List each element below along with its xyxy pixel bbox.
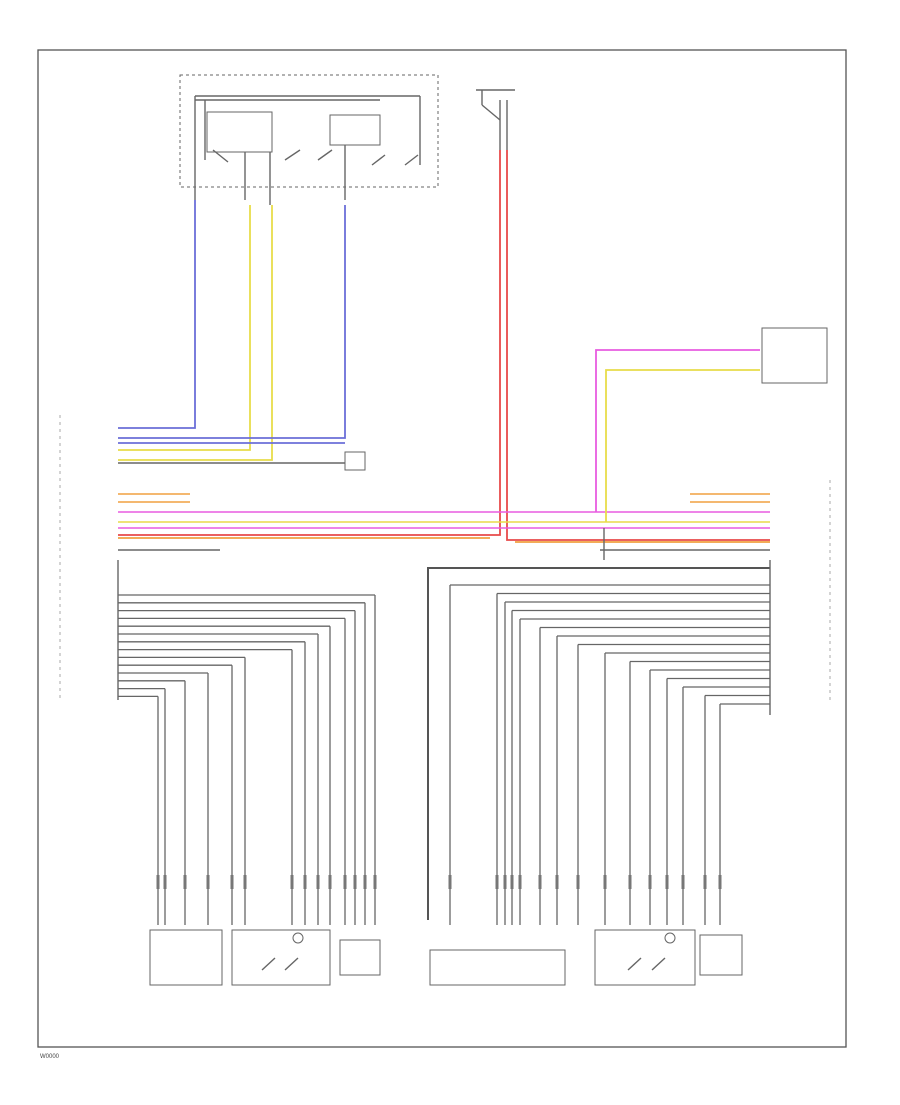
connector-pin bbox=[363, 875, 367, 889]
connector-pin bbox=[303, 875, 307, 889]
right-door-harness bbox=[448, 584, 770, 925]
connector-pin bbox=[448, 875, 452, 889]
sensor-wires bbox=[595, 327, 828, 522]
connector-pin bbox=[603, 875, 607, 889]
connector-pin bbox=[718, 875, 722, 889]
connector-pin bbox=[503, 875, 507, 889]
connector-pin bbox=[183, 875, 187, 889]
connector-pin bbox=[373, 875, 377, 889]
connector-pin bbox=[628, 875, 632, 889]
connector-pin bbox=[518, 875, 522, 889]
connector-pin bbox=[156, 875, 160, 889]
door-bus-wires bbox=[118, 493, 770, 560]
power-feed-wires bbox=[118, 150, 770, 543]
connector-pin bbox=[290, 875, 294, 889]
connector-pin bbox=[538, 875, 542, 889]
connector-pin bbox=[703, 875, 707, 889]
connector-pin bbox=[576, 875, 580, 889]
left-door-harness bbox=[118, 594, 377, 925]
connector-pin bbox=[495, 875, 499, 889]
connector-pin bbox=[343, 875, 347, 889]
page-code: W0000 bbox=[40, 1054, 60, 1060]
right-lower-components bbox=[429, 929, 743, 986]
connector-pin bbox=[243, 875, 247, 889]
connector-pin bbox=[510, 875, 514, 889]
mirror-wires bbox=[118, 200, 366, 471]
right-door-module-bracket bbox=[117, 560, 771, 920]
connector-pin bbox=[681, 875, 685, 889]
connector-pin bbox=[163, 875, 167, 889]
connector-pin bbox=[353, 875, 357, 889]
connector-pin bbox=[328, 875, 332, 889]
connector-pin bbox=[665, 875, 669, 889]
mirror-adjustment-switch bbox=[179, 74, 439, 205]
left-lower-components bbox=[149, 929, 381, 986]
connector-pin bbox=[648, 875, 652, 889]
fuse-panel bbox=[476, 89, 515, 150]
connector-pin bbox=[555, 875, 559, 889]
connector-pin bbox=[206, 875, 210, 889]
connector-pin bbox=[230, 875, 234, 889]
diagram-frame bbox=[37, 49, 847, 1048]
connector-pin bbox=[316, 875, 320, 889]
